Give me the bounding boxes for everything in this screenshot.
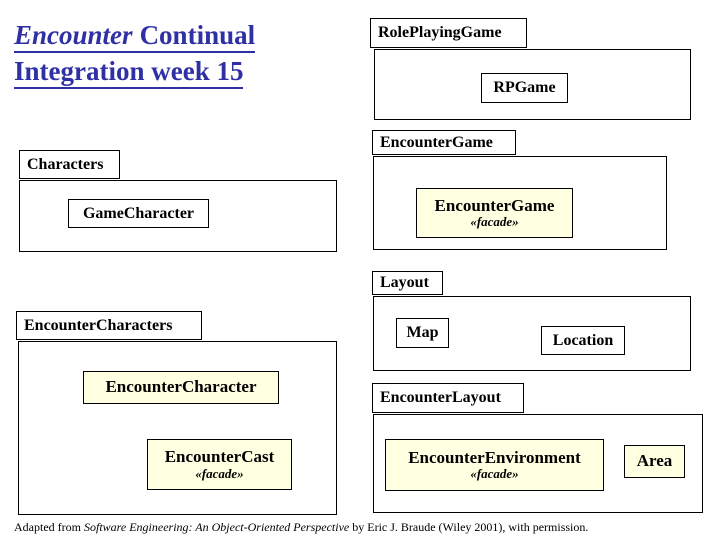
stereotype-facade: «facade»: [470, 466, 519, 482]
class-box-encounterenvironment: EncounterEnvironment «facade»: [385, 439, 604, 491]
package-encounterlayout-body: EncounterEnvironment «facade» Area: [373, 414, 703, 513]
class-name-encountercharacter: EncounterCharacter: [105, 377, 257, 397]
class-name-rpgame: RPGame: [493, 79, 556, 97]
package-encountergame-body: EncounterGame «facade»: [373, 156, 667, 250]
package-roleplayinggame-tab: RolePlayingGame: [370, 18, 527, 48]
package-characters-body: GameCharacter: [19, 180, 337, 252]
footer-book-title: Software Engineering: An Object-Oriented…: [83, 520, 350, 534]
package-layout-body: Map Location: [373, 296, 691, 371]
class-box-encountercharacter: EncounterCharacter: [83, 371, 279, 404]
footer-suffix: by Eric J. Braude (Wiley 2001), with per…: [349, 520, 589, 534]
package-layout-label: Layout: [380, 274, 429, 291]
class-name-map: Map: [406, 324, 439, 342]
class-name-gamecharacter: GameCharacter: [82, 204, 195, 222]
package-characters-tab: Characters: [19, 150, 120, 179]
title-line-2: Integration week 15: [14, 56, 244, 90]
title-word-encounter: Encounter: [14, 20, 133, 50]
package-encounterlayout-label: EncounterLayout: [380, 389, 501, 406]
class-box-encountergame-facade: EncounterGame «facade»: [416, 188, 573, 238]
package-encountercharacters-tab: EncounterCharacters: [16, 311, 202, 340]
footer-credit: Adapted from Software Engineering: An Ob…: [14, 520, 588, 535]
class-name-area: Area: [636, 451, 673, 471]
package-encountercharacters-label: EncounterCharacters: [24, 316, 173, 334]
package-layout-tab: Layout: [372, 271, 443, 295]
package-encounterlayout-tab: EncounterLayout: [372, 383, 524, 413]
stereotype-facade: «facade»: [470, 214, 519, 230]
package-roleplayinggame-body: RPGame: [374, 49, 691, 120]
class-box-area: Area: [624, 445, 685, 478]
package-roleplayinggame-label: RolePlayingGame: [378, 24, 502, 41]
package-encountergame-label: EncounterGame: [380, 133, 493, 151]
package-encountergame-tab: EncounterGame: [372, 130, 516, 155]
footer-prefix: Adapted from: [14, 520, 84, 534]
package-characters-label: Characters: [27, 155, 104, 173]
class-box-encountercast: EncounterCast «facade»: [147, 439, 292, 490]
class-name-encountercast: EncounterCast: [164, 447, 275, 466]
class-name-location: Location: [552, 331, 614, 349]
class-name-encountergame: EncounterGame: [434, 195, 555, 215]
stereotype-facade: «facade»: [195, 465, 244, 481]
class-box-rpgame: RPGame: [481, 73, 568, 103]
package-encountercharacters-body: EncounterCharacter EncounterCast «facade…: [18, 341, 337, 515]
class-box-map: Map: [396, 318, 449, 348]
class-name-encounterenvironment: EncounterEnvironment: [408, 447, 581, 467]
title-line1-rest: Continual: [139, 20, 256, 50]
class-box-location: Location: [541, 326, 625, 355]
class-box-gamecharacter: GameCharacter: [68, 199, 209, 228]
